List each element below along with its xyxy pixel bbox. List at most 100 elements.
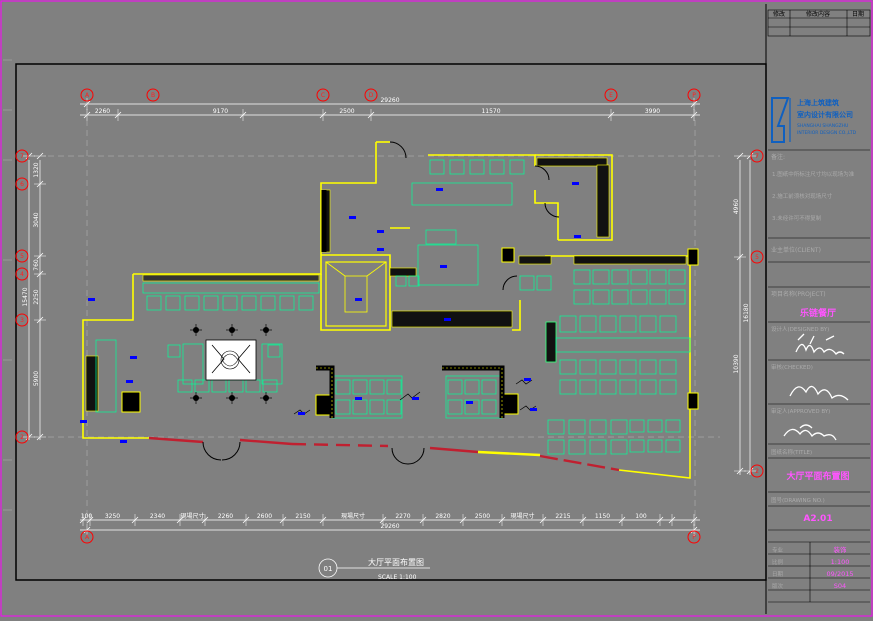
dining-chair <box>573 289 591 305</box>
dining-chair <box>639 379 657 395</box>
dining-chair <box>568 439 586 455</box>
dim-top-4: 3990 <box>645 108 660 115</box>
kitchen-equipment <box>489 159 505 175</box>
element-tag <box>574 235 581 238</box>
grid-bubble-top-3: D <box>364 88 378 102</box>
dining-chair <box>260 295 276 311</box>
dim-top-total: 29260 <box>380 97 399 104</box>
dining-chair <box>668 269 686 285</box>
footer-value: 09/2015 <box>826 570 853 578</box>
dining-chair <box>630 269 648 285</box>
dim-right-1: 10390 <box>733 354 740 373</box>
element-tag <box>355 397 362 400</box>
dining-chair <box>481 399 497 415</box>
client-label: 业主单位(CLIENT) <box>771 246 821 254</box>
element-tag <box>440 265 447 268</box>
element-tag <box>349 216 356 219</box>
grid-bubble-top-1: B <box>146 88 160 102</box>
booth-table <box>445 375 503 419</box>
grid-bubble-top-5: P <box>687 88 701 102</box>
dining-chair <box>536 275 552 291</box>
footer-label: 日期 <box>772 571 784 578</box>
dining-chair <box>184 295 200 311</box>
element-tag <box>444 318 451 321</box>
dim-bottom-0: 100 <box>81 513 93 520</box>
dining-chair <box>619 315 637 333</box>
grid-bubble-top-4-label: E <box>609 92 613 99</box>
grid-bubble-top-0-label: A <box>85 92 90 99</box>
grid-bubble-top-0: A <box>80 88 94 102</box>
company-name-en-1: SHANGHAI SHANGZHU <box>797 123 848 129</box>
bar-stool-line <box>545 321 557 363</box>
element-tag <box>572 182 579 185</box>
grid-bubble-right-0-label: 7 <box>755 153 759 160</box>
dim-top-0: 2260 <box>95 108 110 115</box>
company-name-cn-1: 上海上筑建筑 <box>797 98 839 107</box>
dining-chair <box>386 379 402 395</box>
long-table <box>555 337 691 353</box>
dining-chair <box>464 399 480 415</box>
grid-bubble-left-1-label: 6 <box>20 181 24 188</box>
dining-chair <box>610 439 628 455</box>
dining-chair <box>146 295 162 311</box>
dining-chair <box>592 269 610 285</box>
dining-chair <box>298 295 314 311</box>
prep-station <box>417 244 479 286</box>
project-name: 乐链餐厅 <box>800 307 836 319</box>
element-tag <box>298 412 305 415</box>
grid-bubble-left-5-label: 2 <box>20 434 24 441</box>
element-tag <box>126 380 133 383</box>
dining-chair <box>559 379 577 395</box>
dining-chair <box>559 359 577 375</box>
dining-chair <box>611 269 629 285</box>
dim-bottom-11: 現場尺寸 <box>510 512 534 520</box>
dim-bottom-10: 2500 <box>475 513 490 520</box>
dining-chair <box>559 315 577 333</box>
footer-value: S04 <box>834 582 846 590</box>
kitchen-equipment <box>449 159 465 175</box>
dim-bottom-8: 2270 <box>395 513 410 520</box>
grid-bubble-bottom-1-label: P <box>692 534 696 541</box>
dining-chair <box>649 289 667 305</box>
grid-bubble-left-3: 4 <box>15 267 29 281</box>
dining-chair <box>547 419 565 435</box>
side-counter <box>95 339 117 413</box>
dining-chair <box>599 379 617 395</box>
grid-bubble-top-4: E <box>604 88 618 102</box>
booth-frames <box>316 190 505 418</box>
dining-chair <box>165 295 181 311</box>
dim-bottom-9: 2820 <box>435 513 450 520</box>
grid-bubble-left-4: 3 <box>15 313 29 327</box>
dining-table <box>182 343 204 385</box>
dining-chair <box>481 379 497 395</box>
drawing-no: A2.01 <box>803 514 832 524</box>
left-margin-marks <box>3 59 12 511</box>
kitchen-equipment <box>429 159 445 175</box>
grid-reference-lines <box>28 100 720 538</box>
grid-bubble-left-2-label: 5 <box>20 253 24 260</box>
title-block: 修改 修改内容 日期 上海上筑建筑 室内设计有限公司 SHANGHAI SHAN… <box>767 9 871 603</box>
dining-chair <box>241 295 257 311</box>
signatures <box>783 333 849 441</box>
revision-col-3: 日期 <box>852 10 864 18</box>
element-tag <box>80 420 87 423</box>
note-line: 2.施工前须核对现场尺寸 <box>772 192 833 200</box>
dim-left-total: 15470 <box>22 287 29 306</box>
dim-top-2: 2500 <box>339 108 354 115</box>
entry-doors <box>202 141 560 465</box>
kitchen-counter <box>411 182 513 206</box>
element-tag <box>530 408 537 411</box>
notes-label: 备注: <box>771 153 785 161</box>
grid-bubble-left-3-label: 4 <box>20 271 24 278</box>
drawing-title-block: 01 大厅平面布置图 SCALE 1:100 <box>318 557 430 581</box>
dining-chair <box>245 379 261 393</box>
dining-table <box>261 343 283 385</box>
dim-bottom-total: 29260 <box>380 523 399 530</box>
dimension-lines <box>28 103 751 531</box>
dining-chair <box>659 315 677 333</box>
element-tag <box>436 188 443 191</box>
